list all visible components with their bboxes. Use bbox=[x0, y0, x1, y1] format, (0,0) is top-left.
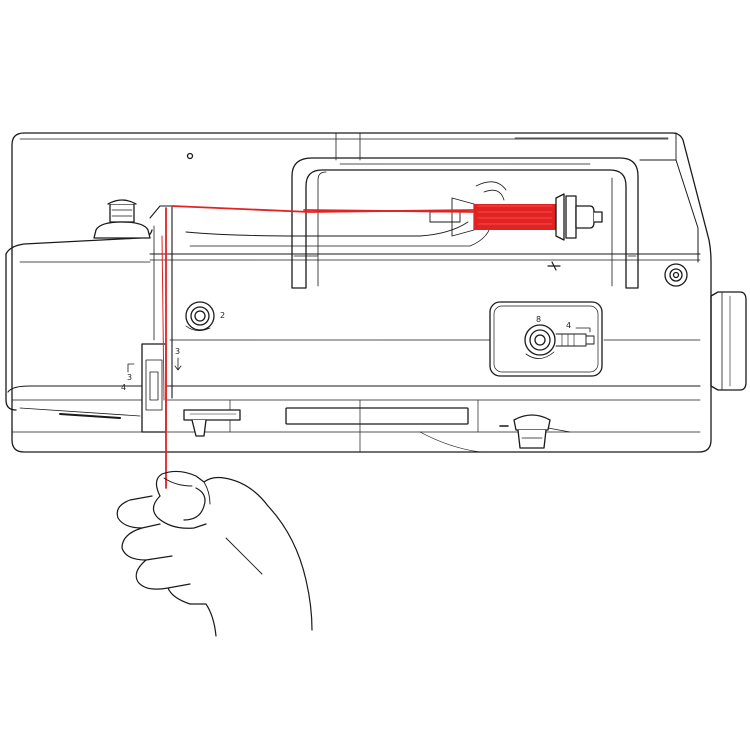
needle-area: 3 4 3 bbox=[121, 205, 241, 437]
bobbin-winder-panel: 8 4 bbox=[489, 301, 603, 377]
dial-small-mark: 2 bbox=[220, 311, 225, 320]
bobbin-cover bbox=[499, 414, 571, 449]
guide-step-left: 3 bbox=[127, 373, 132, 382]
bobbin-arrow-step-label: 4 bbox=[566, 321, 571, 330]
handwheel bbox=[710, 291, 747, 391]
bobbin-step-label: 8 bbox=[536, 315, 541, 324]
tension-dial: 2 bbox=[185, 301, 225, 331]
guide-step-left-bottom: 4 bbox=[121, 383, 126, 392]
stitch-knob bbox=[547, 261, 688, 287]
guide-step-right: 3 bbox=[175, 347, 180, 356]
bobbin-pin bbox=[93, 199, 151, 239]
machine-body bbox=[5, 132, 712, 453]
thread-guide-area bbox=[185, 181, 507, 247]
thread-spool bbox=[474, 193, 603, 241]
hand-holding-thread bbox=[116, 470, 313, 637]
thread-path bbox=[161, 205, 477, 489]
carry-handle bbox=[291, 157, 639, 289]
